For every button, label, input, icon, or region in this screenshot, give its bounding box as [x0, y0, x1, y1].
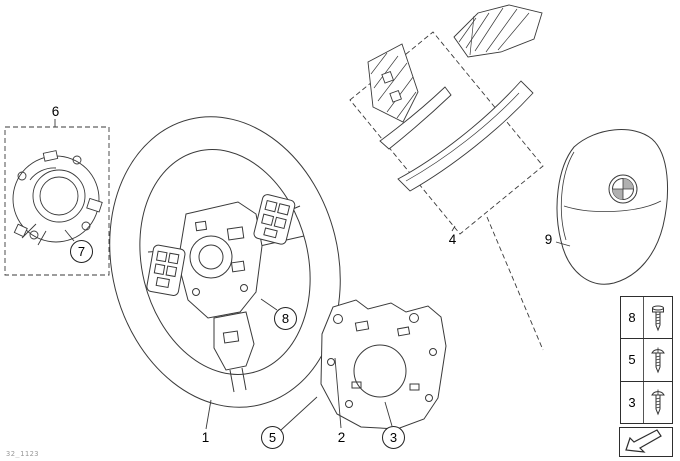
callout-8[interactable]: 8: [274, 307, 297, 330]
fastener-row-3[interactable]: 3: [621, 380, 672, 423]
pan-head-screw-icon: [644, 339, 672, 380]
pan-head-screw-icon: [644, 382, 672, 423]
trim-covers-drawing: [367, 4, 543, 192]
steering-wheel-drawing: [109, 116, 341, 408]
fastener-number: 3: [621, 381, 644, 423]
fastener-number: 5: [621, 339, 644, 381]
fasteners-legend: 8 5 3: [620, 296, 673, 424]
direction-arrow-button[interactable]: [619, 427, 673, 457]
leader-lines: [54, 119, 571, 431]
diagram-code: 32_1123: [6, 450, 40, 458]
callout-7[interactable]: 7: [70, 240, 93, 263]
callout-3[interactable]: 3: [382, 426, 405, 449]
callout-9[interactable]: 9: [544, 232, 553, 247]
callout-1[interactable]: 1: [201, 430, 210, 445]
grouping-boxes: [4, 31, 544, 351]
callout-5[interactable]: 5: [261, 426, 284, 449]
forward-arrow-icon: [621, 427, 671, 458]
callout-2[interactable]: 2: [337, 430, 346, 445]
airbag-drawing: [556, 129, 668, 285]
callout-4[interactable]: 4: [448, 232, 457, 247]
fastener-row-5[interactable]: 5: [621, 338, 672, 381]
slip-ring-drawing: [12, 150, 103, 246]
fastener-row-8[interactable]: 8: [621, 297, 672, 339]
callout-6[interactable]: 6: [51, 104, 60, 119]
hex-bolt-icon: [644, 297, 672, 338]
fastener-number: 8: [621, 297, 644, 339]
contact-plate-drawing: [320, 299, 447, 430]
